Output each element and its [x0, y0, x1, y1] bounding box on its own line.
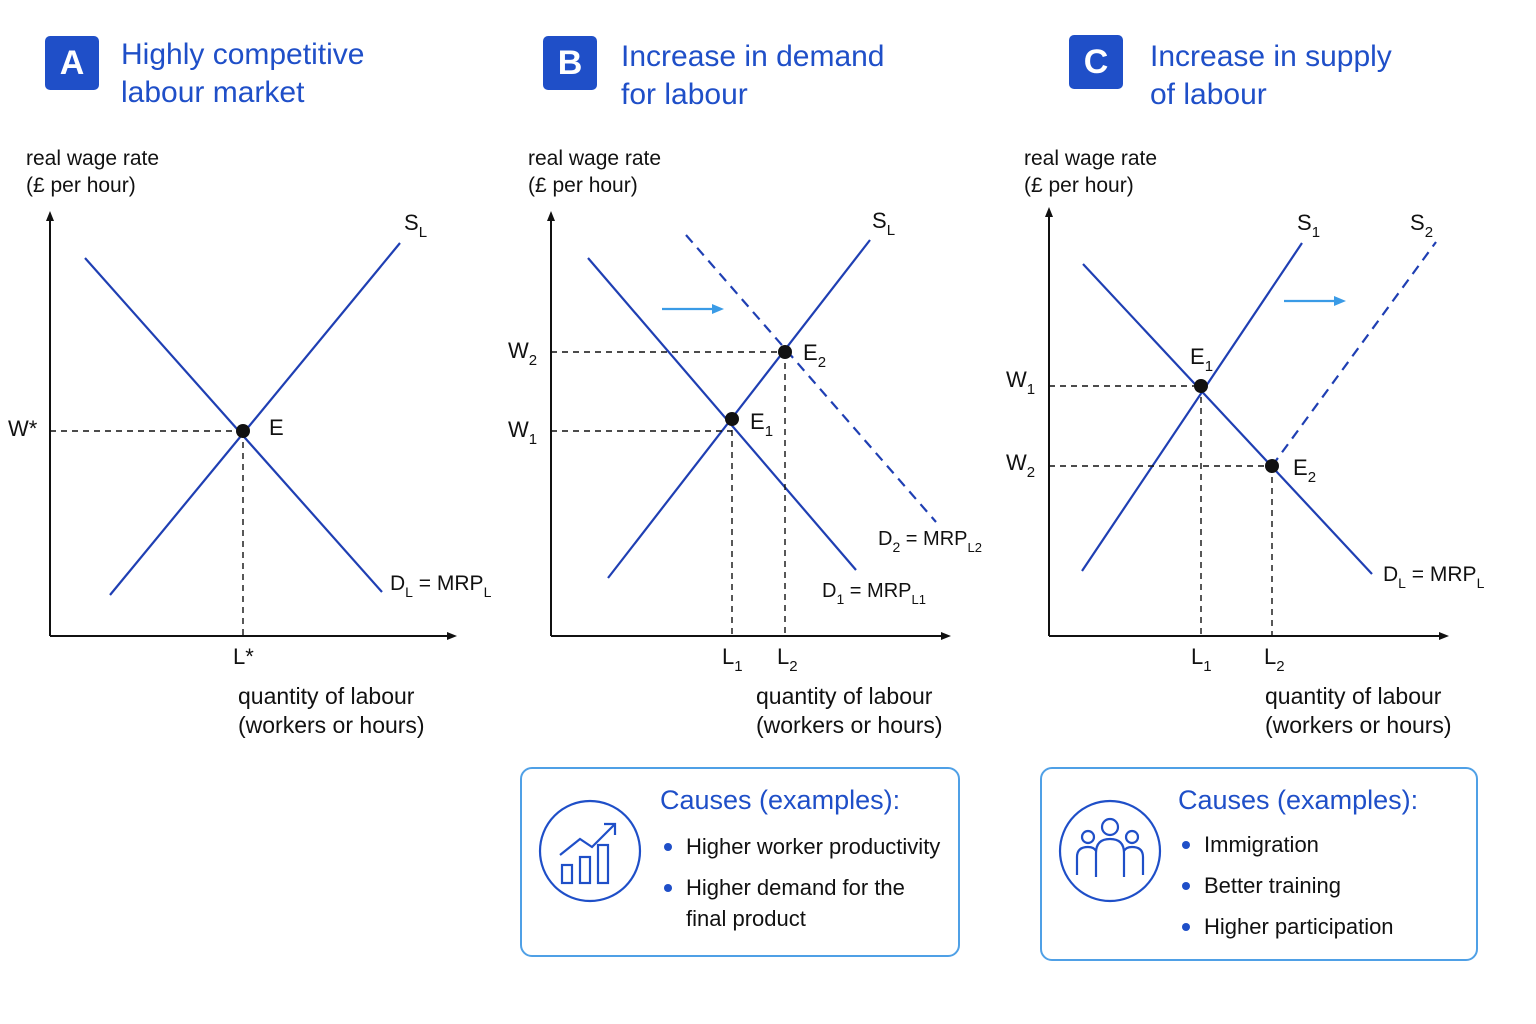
- x-axis-label-line: (workers or hours): [1265, 712, 1452, 738]
- equilibrium-point-2: [778, 345, 792, 359]
- panel-title: Increase in demand for labour: [621, 38, 981, 114]
- panel-badge: B: [543, 36, 597, 90]
- supply-curve-1: [1081, 242, 1303, 572]
- panel-title-line: Highly competitive: [121, 38, 365, 71]
- x-axis-label-line: quantity of labour: [756, 683, 933, 709]
- list-item-text: Higher participation: [1204, 914, 1394, 939]
- panel-title: Increase in supply of labour: [1150, 38, 1510, 114]
- quantity-label-1: L1: [722, 644, 743, 675]
- list-item-text: Immigration: [1204, 832, 1319, 857]
- equilibrium-label-2: E2: [1293, 455, 1316, 486]
- bullet-icon: [664, 843, 672, 851]
- wage-label-2: W2: [1006, 450, 1035, 481]
- quantity-label-2: L2: [777, 644, 798, 675]
- list-item-text: Higher worker productivity: [686, 834, 941, 859]
- demand-curve-1-label: D1 = MRPL1: [822, 580, 926, 607]
- quantity-label: L*: [233, 644, 254, 669]
- list-item: Immigration: [1178, 829, 1394, 860]
- panel-badge: C: [1069, 35, 1123, 89]
- y-axis-label: real wage rate (£ per hour): [26, 145, 159, 199]
- panel-title-line: labour market: [121, 76, 305, 109]
- bullet-icon: [664, 884, 672, 892]
- equilibrium-point-1: [725, 412, 739, 426]
- panel-title: Highly competitive labour market: [121, 36, 481, 112]
- y-axis-label-line: (£ per hour): [1024, 174, 1134, 197]
- demand-curve-2: [685, 234, 937, 523]
- y-axis-label-line: real wage rate: [528, 147, 662, 170]
- equilibrium-label-1: E1: [1190, 344, 1213, 375]
- list-item-text: Better training: [1204, 873, 1341, 898]
- y-axis-label: real wage rate (£ per hour): [1024, 145, 1157, 199]
- y-axis-label: real wage rate (£ per hour): [528, 145, 661, 199]
- equilibrium-label-2: E2: [803, 340, 826, 371]
- supply-curve: [607, 239, 871, 579]
- y-axis-label-line: (£ per hour): [528, 174, 638, 197]
- causes-list: Higher worker productivity Higher demand…: [660, 831, 940, 944]
- x-axis-label-line: quantity of labour: [238, 683, 415, 709]
- x-axis-label-line: (workers or hours): [238, 712, 425, 738]
- bullet-icon: [1182, 841, 1190, 849]
- y-axis-label-line: real wage rate: [26, 147, 160, 170]
- y-axis-label-line: real wage rate: [1024, 147, 1158, 170]
- x-axis-label-line: quantity of labour: [1265, 683, 1442, 709]
- causes-title: Causes (examples):: [1178, 785, 1419, 815]
- supply-curve-2-label: S2: [1410, 210, 1433, 241]
- supply-curve-2: [1271, 241, 1437, 467]
- causes-box: Causes (examples): Immigration Better tr…: [1040, 767, 1478, 961]
- x-axis-label: quantity of labour (workers or hours): [756, 682, 943, 740]
- panel-c: C Increase in supply of labour real wage…: [1000, 0, 1512, 1024]
- bullet-icon: [1182, 882, 1190, 890]
- panel-title-line: of labour: [1150, 78, 1267, 111]
- supply-curve: [109, 242, 401, 596]
- causes-title: Causes (examples):: [660, 785, 901, 815]
- equilibrium-label: E: [269, 415, 284, 440]
- x-axis-label: quantity of labour (workers or hours): [1265, 682, 1452, 740]
- y-axis-label-line: (£ per hour): [26, 174, 136, 197]
- wage-label: W*: [8, 416, 38, 441]
- supply-curve-label: SL: [404, 210, 427, 241]
- demand-curve-2-label: D2 = MRPL2: [878, 528, 982, 555]
- people-group-icon: [1058, 799, 1162, 903]
- list-item: Higher participation: [1178, 911, 1394, 942]
- x-axis-label-line: (workers or hours): [756, 712, 943, 738]
- causes-box: Causes (examples): Higher worker product…: [520, 767, 960, 957]
- demand-curve: [84, 257, 383, 593]
- panel-badge: A: [45, 36, 99, 90]
- graph-c: E1 E2 W1 W2 L1 L2 S1 S2 DL = MRPL: [1006, 207, 1485, 675]
- equilibrium-point: [236, 424, 250, 438]
- x-axis-label: quantity of labour (workers or hours): [238, 682, 425, 740]
- graph-a: E W* L* SL DL = MRPL: [8, 210, 492, 669]
- wage-label-2: W2: [508, 338, 537, 369]
- list-item-text: Higher demand for the: [686, 875, 905, 900]
- list-item: Higher worker productivity: [660, 831, 940, 862]
- demand-curve-label: DL = MRPL: [390, 572, 492, 600]
- demand-curve: [1082, 263, 1373, 575]
- list-item: Higher demand for the final product: [660, 872, 940, 934]
- wage-label-1: W1: [508, 417, 537, 448]
- supply-curve-label: SL: [872, 208, 895, 239]
- equilibrium-label-1: E1: [750, 409, 773, 440]
- quantity-label-2: L2: [1264, 644, 1285, 675]
- panel-title-line: Increase in demand: [621, 40, 885, 73]
- demand-curve-label: DL = MRPL: [1383, 563, 1485, 591]
- wage-label-1: W1: [1006, 367, 1035, 398]
- quantity-label-1: L1: [1191, 644, 1212, 675]
- equilibrium-point-1: [1194, 379, 1208, 393]
- list-item: Better training: [1178, 870, 1394, 901]
- equilibrium-point-2: [1265, 459, 1279, 473]
- bullet-icon: [1182, 923, 1190, 931]
- panel-title-line: for labour: [621, 78, 748, 111]
- panel-b: B Increase in demand for labour real wag…: [504, 0, 1016, 1024]
- panel-a: A Highly competitive labour market real …: [0, 0, 512, 1024]
- graph-b: E1 E2 W2 W1 L1 L2 SL D2 = MRPL2 D1 = MRP…: [508, 208, 982, 675]
- list-item-text: final product: [686, 906, 806, 931]
- demand-curve-1: [587, 257, 857, 571]
- supply-curve-1-label: S1: [1297, 210, 1320, 241]
- causes-list: Immigration Better training Higher parti…: [1178, 829, 1394, 952]
- bar-chart-growth-icon: [538, 799, 642, 903]
- panel-title-line: Increase in supply: [1150, 40, 1392, 73]
